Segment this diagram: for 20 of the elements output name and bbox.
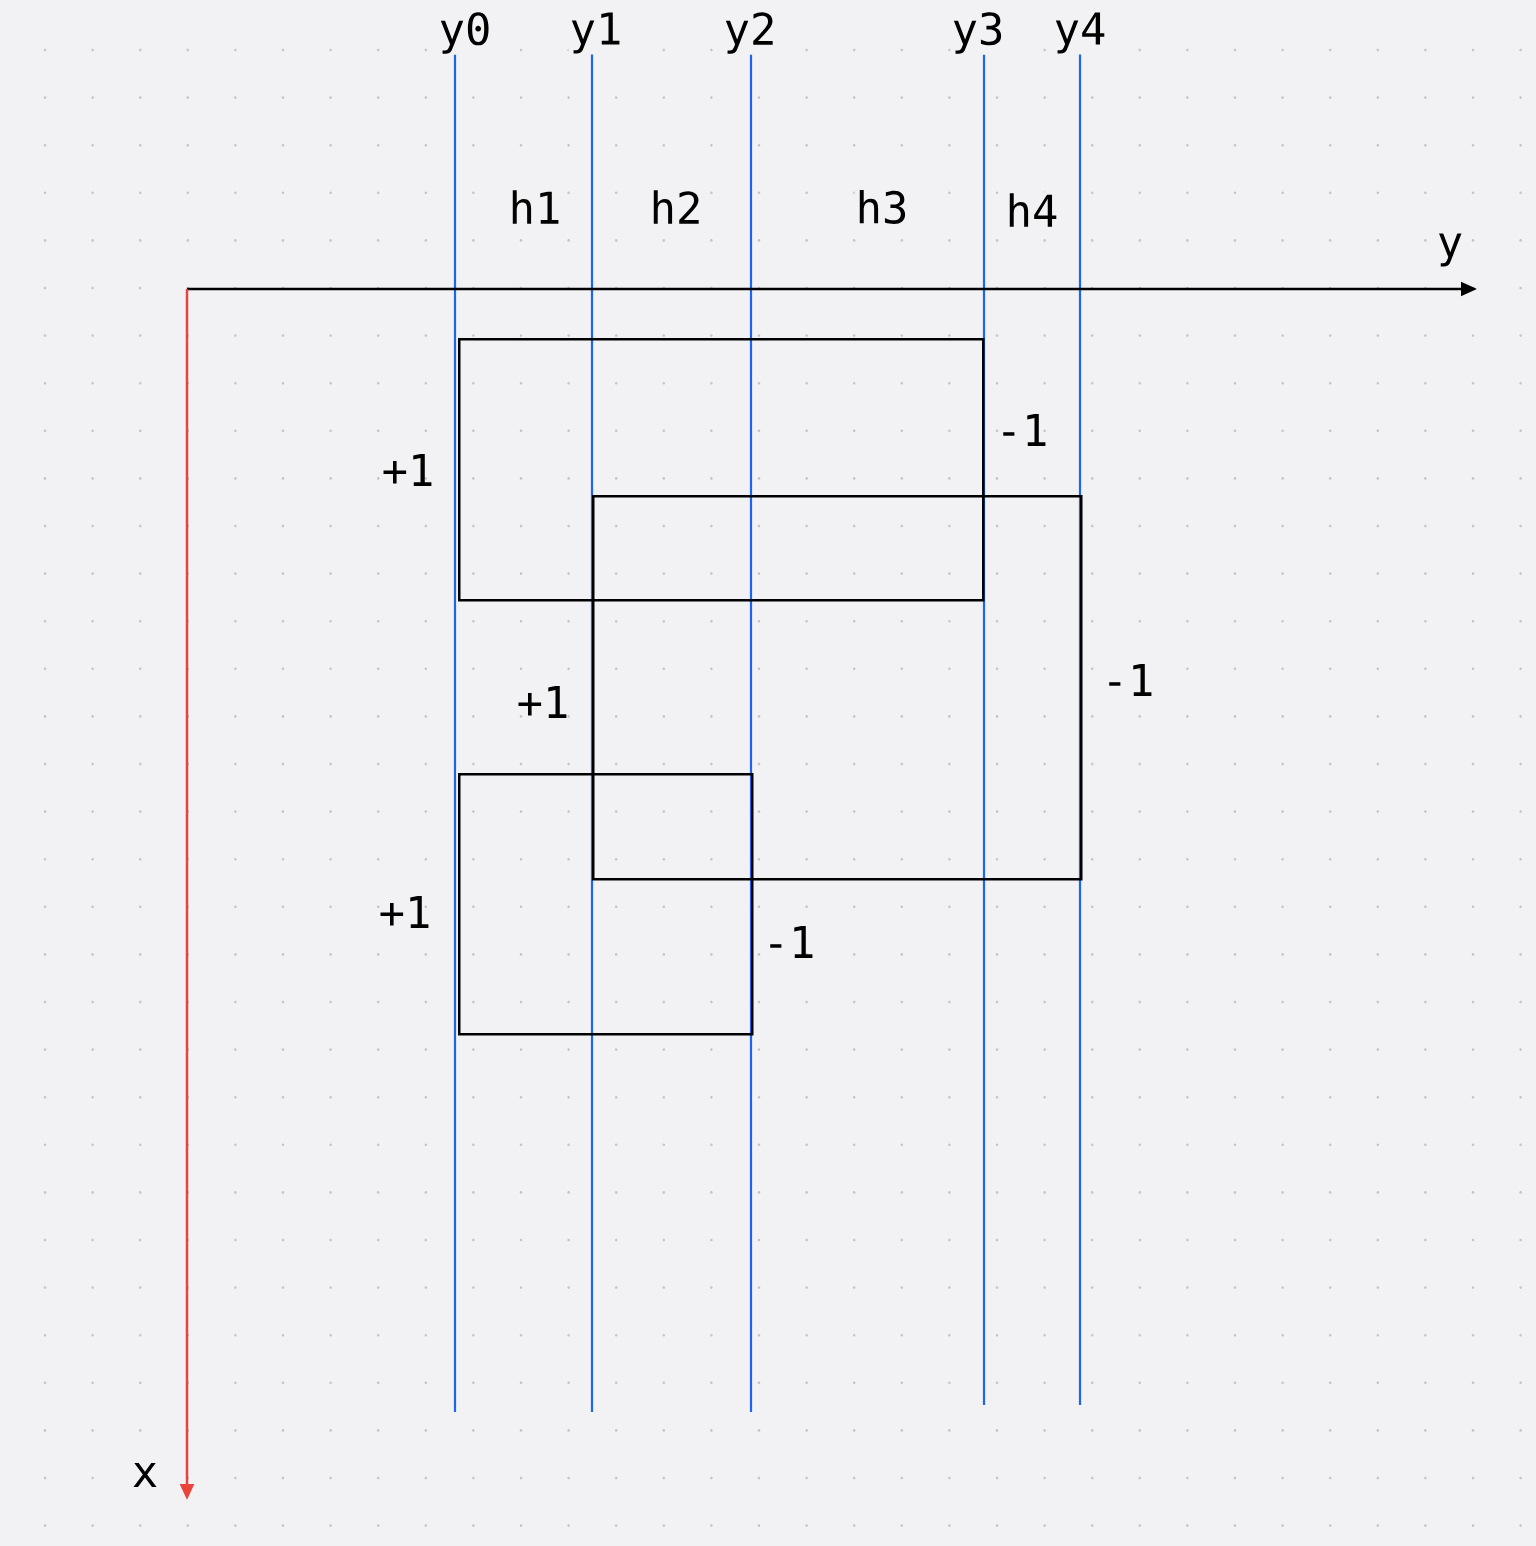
sign-label: +1 (383, 454, 432, 486)
rectangle (592, 495, 1083, 881)
sign-label: -1 (1109, 664, 1152, 696)
line-label: y3 (950, 11, 1006, 55)
interval-label: h1 (507, 189, 563, 225)
rectangle (458, 773, 754, 1036)
rectangle (458, 338, 985, 602)
sign-label: -1 (770, 926, 813, 958)
sign-label: -1 (1003, 414, 1046, 446)
sign-label: +1 (380, 896, 429, 928)
axis-label: y (1435, 232, 1465, 268)
interval-label: h3 (854, 189, 910, 225)
axis-label: x (130, 1462, 160, 1488)
interval-label: h2 (648, 189, 704, 225)
line-label: y1 (568, 11, 624, 55)
sign-label: +1 (518, 686, 567, 718)
interval-label: h4 (1004, 192, 1060, 228)
line-label: y2 (722, 11, 778, 55)
line-label: y0 (437, 11, 493, 55)
line-label: y4 (1052, 11, 1108, 55)
